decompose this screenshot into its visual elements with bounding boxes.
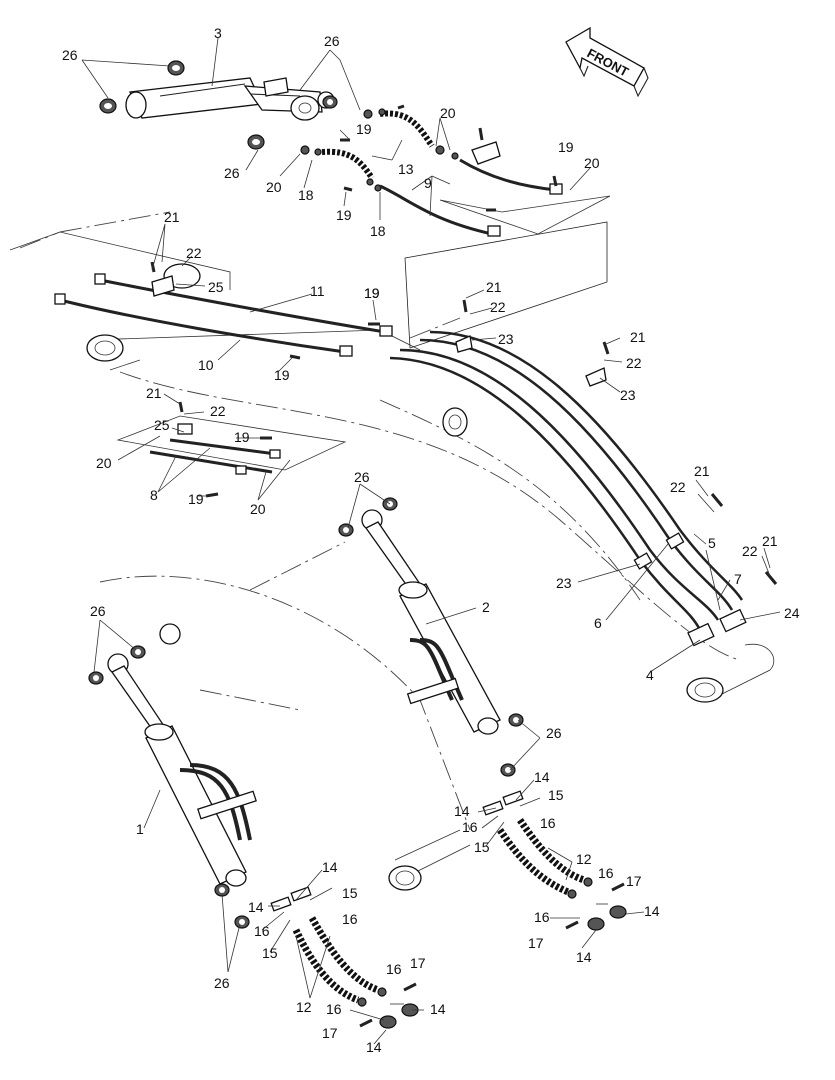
callout-5: 5	[708, 535, 716, 551]
seal-rings-top	[99, 60, 338, 150]
callout-26: 26	[214, 975, 230, 991]
callout-19: 19	[274, 367, 290, 383]
callout-20: 20	[440, 105, 456, 121]
callout-26: 26	[90, 603, 106, 619]
front-direction-arrow: FRONT	[565, 26, 649, 98]
callout-26: 26	[224, 165, 240, 181]
callout-15: 15	[262, 945, 278, 961]
pipe-10	[9, 231, 353, 357]
callout-21: 21	[630, 329, 646, 345]
callout-14: 14	[322, 859, 338, 875]
callout-16: 16	[540, 815, 556, 831]
callout-14: 14	[430, 1001, 446, 1017]
callout-15: 15	[548, 787, 564, 803]
callout-9: 9	[424, 175, 432, 191]
callout-17: 17	[528, 935, 544, 951]
callout-16: 16	[534, 909, 550, 925]
callout-19: 19	[364, 285, 380, 301]
callout-26: 26	[62, 47, 78, 63]
callout-18: 18	[370, 223, 386, 239]
callout-22: 22	[670, 479, 686, 495]
callout-21: 21	[694, 463, 710, 479]
callout-26: 26	[546, 725, 562, 741]
callout-labels: 26 3 26 20 19 26 20 18 13 19 20 9 19 18 …	[62, 25, 800, 1055]
callout-11: 11	[310, 283, 325, 299]
callout-12: 12	[576, 851, 592, 867]
callout-3: 3	[214, 25, 222, 41]
callout-12: 12	[296, 999, 312, 1015]
callout-15: 15	[474, 839, 490, 855]
callout-21: 21	[762, 533, 778, 549]
callout-19: 19	[558, 139, 574, 155]
cylinder-3	[125, 77, 335, 121]
callout-22: 22	[626, 355, 642, 371]
cylinder-2	[361, 509, 501, 735]
callout-2: 2	[482, 599, 490, 615]
callout-10: 10	[198, 357, 214, 373]
callout-21: 21	[164, 209, 180, 225]
callout-19: 19	[336, 207, 352, 223]
leader-lines	[81, 37, 781, 1045]
callout-22: 22	[186, 245, 202, 261]
callout-20: 20	[266, 179, 282, 195]
callout-14: 14	[454, 803, 470, 819]
bracket-25-top	[151, 263, 201, 297]
pipe-11	[94, 273, 393, 337]
callout-26: 26	[324, 33, 340, 49]
callout-23: 23	[556, 575, 572, 591]
bolts	[150, 104, 778, 1028]
callout-17: 17	[322, 1025, 338, 1041]
callout-23: 23	[620, 387, 636, 403]
callout-14: 14	[366, 1039, 382, 1055]
hose-13	[300, 108, 459, 192]
callout-20: 20	[96, 455, 112, 471]
callout-19: 19	[356, 121, 372, 137]
callout-25: 25	[154, 417, 170, 433]
callout-16: 16	[598, 865, 614, 881]
callout-19: 19	[234, 429, 250, 445]
callout-26: 26	[354, 469, 370, 485]
callout-18: 18	[298, 187, 314, 203]
callout-20: 20	[250, 501, 266, 517]
callout-22: 22	[742, 543, 758, 559]
callout-22: 22	[490, 299, 506, 315]
callout-16: 16	[342, 911, 358, 927]
callout-8: 8	[150, 487, 158, 503]
boom-pipes	[389, 330, 747, 647]
callout-16: 16	[386, 961, 402, 977]
callout-14: 14	[248, 899, 264, 915]
callout-16: 16	[462, 819, 478, 835]
callout-21: 21	[146, 385, 162, 401]
callout-15: 15	[342, 885, 358, 901]
callout-22: 22	[210, 403, 226, 419]
callout-16: 16	[254, 923, 270, 939]
callout-1: 1	[136, 821, 144, 837]
callout-19: 19	[188, 491, 204, 507]
callout-24: 24	[784, 605, 800, 621]
clamp-group-8	[116, 415, 347, 475]
callout-7: 7	[734, 571, 742, 587]
hoses-12-right	[482, 790, 627, 931]
callout-14: 14	[534, 769, 550, 785]
callout-16: 16	[326, 1001, 342, 1017]
callout-13: 13	[398, 161, 414, 177]
callout-23: 23	[498, 331, 514, 347]
hoses-12-left	[270, 886, 419, 1029]
seal-rings-lower	[88, 497, 524, 929]
callout-19: 19	[364, 285, 380, 301]
callout-6: 6	[594, 615, 602, 631]
callout-14: 14	[644, 903, 660, 919]
callout-25: 25	[208, 279, 224, 295]
callout-17: 17	[410, 955, 426, 971]
callout-21: 21	[486, 279, 502, 295]
callout-14: 14	[576, 949, 592, 965]
callout-17: 17	[626, 873, 642, 889]
pipe-9	[379, 141, 611, 237]
cylinder-1	[107, 623, 257, 887]
callout-20: 20	[584, 155, 600, 171]
callout-4: 4	[646, 667, 654, 683]
